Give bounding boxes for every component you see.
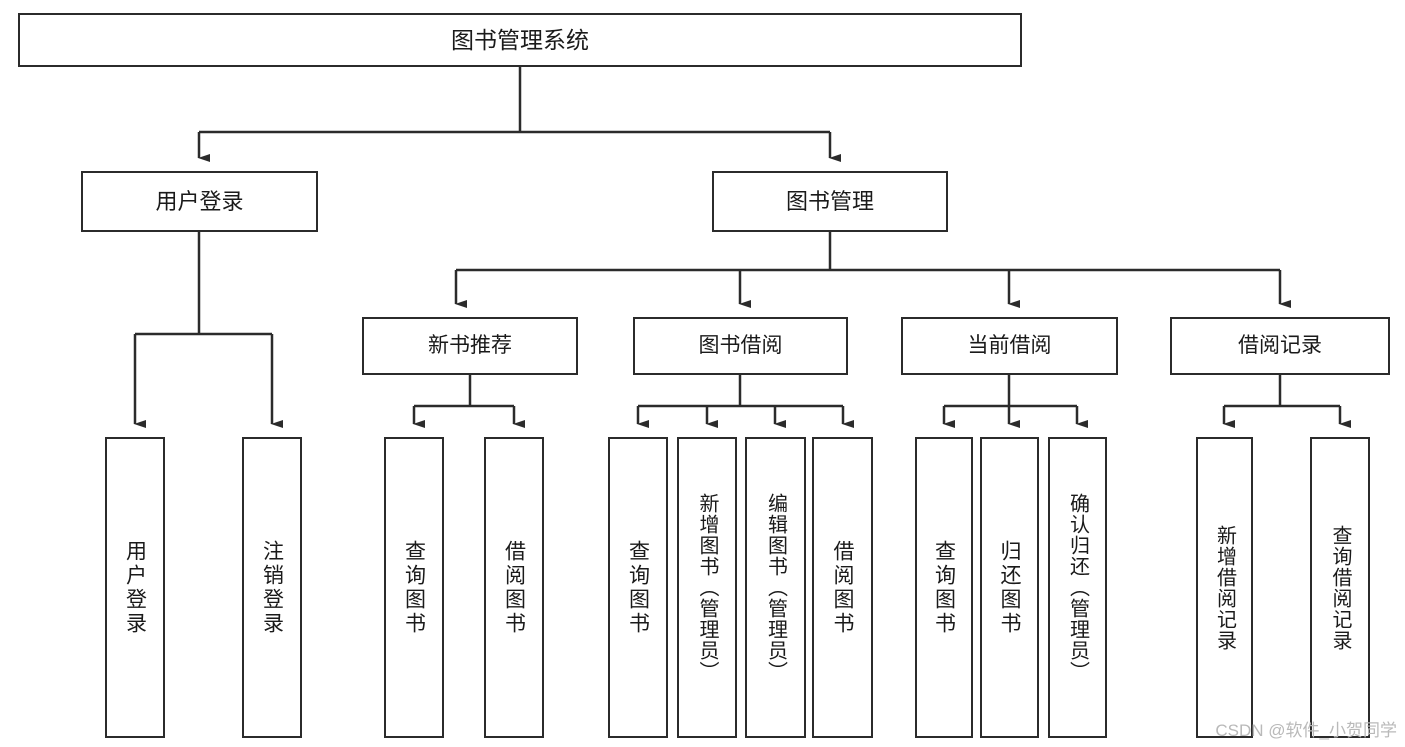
leaf-edit-book-admin[interactable]: 编辑图书（管理员） [745,437,806,738]
leaf-label: 确认归还（管理员） [1066,493,1089,682]
leaf-query-book-borrow[interactable]: 查询图书 [608,437,668,738]
leaf-label: 查询图书 [626,539,650,636]
leaf-add-book-admin[interactable]: 新增图书（管理员） [677,437,737,738]
node-label: 图书管理系统 [451,26,589,53]
leaf-confirm-return-admin[interactable]: 确认归还（管理员） [1048,437,1107,738]
watermark-text: CSDN @软件_小贺同学 [1215,721,1397,740]
leaf-query-book-current[interactable]: 查询图书 [915,437,973,738]
leaf-borrow-book-recommend[interactable]: 借阅图书 [484,437,544,738]
node-current-borrow[interactable]: 当前借阅 [901,317,1118,375]
leaf-label: 用户登录 [123,539,147,636]
leaf-add-borrow-record[interactable]: 新增借阅记录 [1196,437,1253,738]
leaf-return-book[interactable]: 归还图书 [980,437,1039,738]
leaf-query-book-recommend[interactable]: 查询图书 [384,437,444,738]
leaf-label: 借阅图书 [831,539,854,636]
node-root-book-management-system[interactable]: 图书管理系统 [18,13,1022,67]
leaf-label: 新增借阅记录 [1213,524,1236,651]
leaf-label: 借阅图书 [502,539,526,636]
leaf-logout-login[interactable]: 注销登录 [242,437,302,738]
leaf-label: 注销登录 [260,539,284,636]
leaf-label: 归还图书 [998,539,1021,636]
node-label: 图书借阅 [698,333,783,357]
node-borrow-record[interactable]: 借阅记录 [1170,317,1390,375]
leaf-label: 新增图书（管理员） [696,493,718,682]
node-user-login[interactable]: 用户登录 [81,171,318,232]
node-book-management[interactable]: 图书管理 [712,171,948,232]
leaf-query-borrow-record[interactable]: 查询借阅记录 [1310,437,1370,738]
leaf-borrow-book[interactable]: 借阅图书 [812,437,873,738]
leaf-label: 查询图书 [932,539,956,636]
node-label: 图书管理 [785,188,874,214]
node-book-borrow[interactable]: 图书借阅 [633,317,848,375]
node-label: 当前借阅 [967,333,1052,357]
leaf-label: 查询借阅记录 [1329,524,1351,651]
leaf-label: 查询图书 [402,539,426,636]
node-label: 新书推荐 [428,333,512,357]
leaf-user-login[interactable]: 用户登录 [105,437,165,738]
node-new-book-recommend[interactable]: 新书推荐 [362,317,578,375]
leaf-label: 编辑图书（管理员） [764,493,787,682]
node-label: 借阅记录 [1238,333,1322,357]
node-label: 用户登录 [155,188,244,214]
